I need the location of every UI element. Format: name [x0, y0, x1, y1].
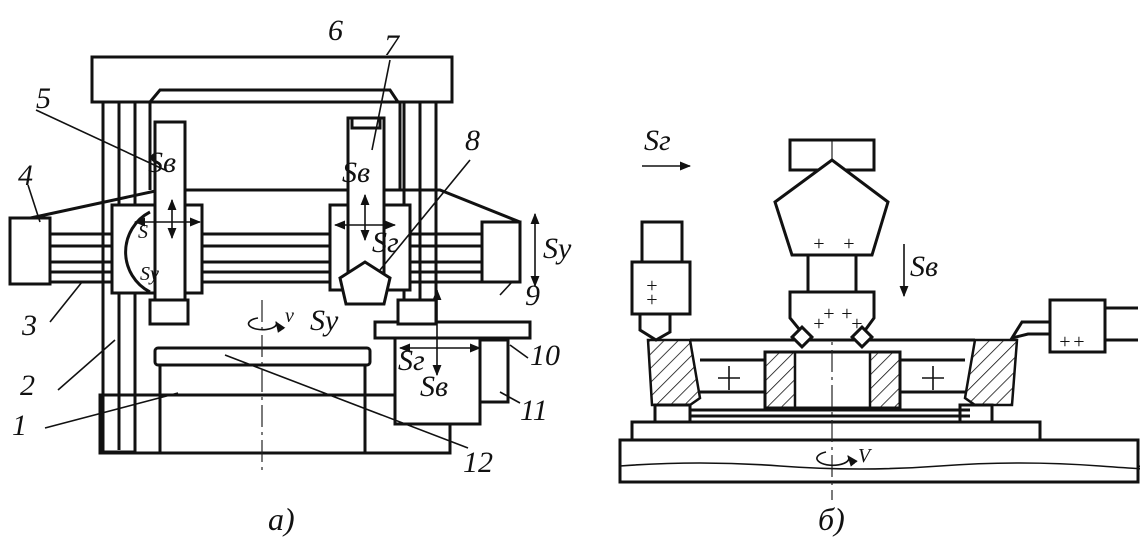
rotation-arrow-icon: [816, 451, 858, 467]
feed-label: Sy: [140, 263, 159, 285]
left-tool-shank: [640, 220, 684, 264]
figure-b: + + + + + + + + + + Sг Sв V б): [618, 124, 1140, 537]
milling-cutter-a: [338, 260, 392, 306]
cross-mark: +: [822, 303, 836, 325]
cross-mark: +: [645, 289, 659, 311]
cutter-head: [773, 158, 890, 257]
label-1: 1: [12, 409, 27, 442]
rotary-table: [630, 420, 1042, 442]
label-12: 12: [463, 446, 493, 479]
bed: [618, 438, 1140, 484]
label-9: 9: [525, 279, 540, 312]
cross-mark: +: [812, 233, 826, 255]
feed-label: Sг: [398, 344, 425, 377]
feed-label: Sв: [910, 250, 938, 283]
caption-a: а): [268, 501, 295, 537]
caption-b: б): [818, 501, 845, 537]
cross-mark: +: [850, 313, 864, 335]
feed-label: Sв: [342, 156, 370, 189]
label-7: 7: [384, 29, 401, 62]
cross-mark: +: [840, 303, 854, 325]
feed-label: S: [138, 221, 148, 243]
cross-rail: [10, 188, 522, 284]
lower-rail: [373, 320, 532, 340]
workpiece-right: [963, 338, 1019, 407]
label-11: 11: [520, 394, 548, 427]
cross-mark: +: [1072, 331, 1086, 353]
cross-mark: +: [842, 233, 856, 255]
workpiece-left: [646, 338, 702, 407]
label-5: 5: [36, 82, 51, 115]
feed-label: Sв: [148, 146, 176, 179]
left-side-head: [8, 216, 52, 286]
feed-label: Sг: [372, 226, 399, 259]
label-2: 2: [20, 369, 35, 402]
label-10: 10: [530, 339, 560, 372]
cross-mark: +: [1058, 331, 1072, 353]
feed-label: Sг: [644, 124, 671, 157]
feed-label: Sy: [310, 304, 339, 337]
right-side-head: [480, 220, 522, 284]
top-beam: [90, 55, 454, 104]
label-4: 4: [18, 159, 33, 192]
label-3: 3: [21, 309, 37, 342]
feed-label: V: [858, 445, 873, 467]
label-6: 6: [328, 14, 343, 47]
label-8: 8: [465, 124, 480, 157]
figure-a: 1 2 3 4 5 6 7 8 9 10 11 12 Sв Sв Sг Sy S…: [8, 14, 572, 537]
feed-label: Sв: [420, 370, 448, 403]
rotation-arrow-icon: [247, 317, 286, 333]
left-tool-head: [630, 260, 692, 316]
feed-label: Sy: [543, 232, 572, 265]
feed-label: v: [285, 305, 294, 327]
cross-mark: +: [812, 313, 826, 335]
right-tool-head: [1048, 298, 1107, 354]
cross-mark: +: [645, 275, 659, 297]
